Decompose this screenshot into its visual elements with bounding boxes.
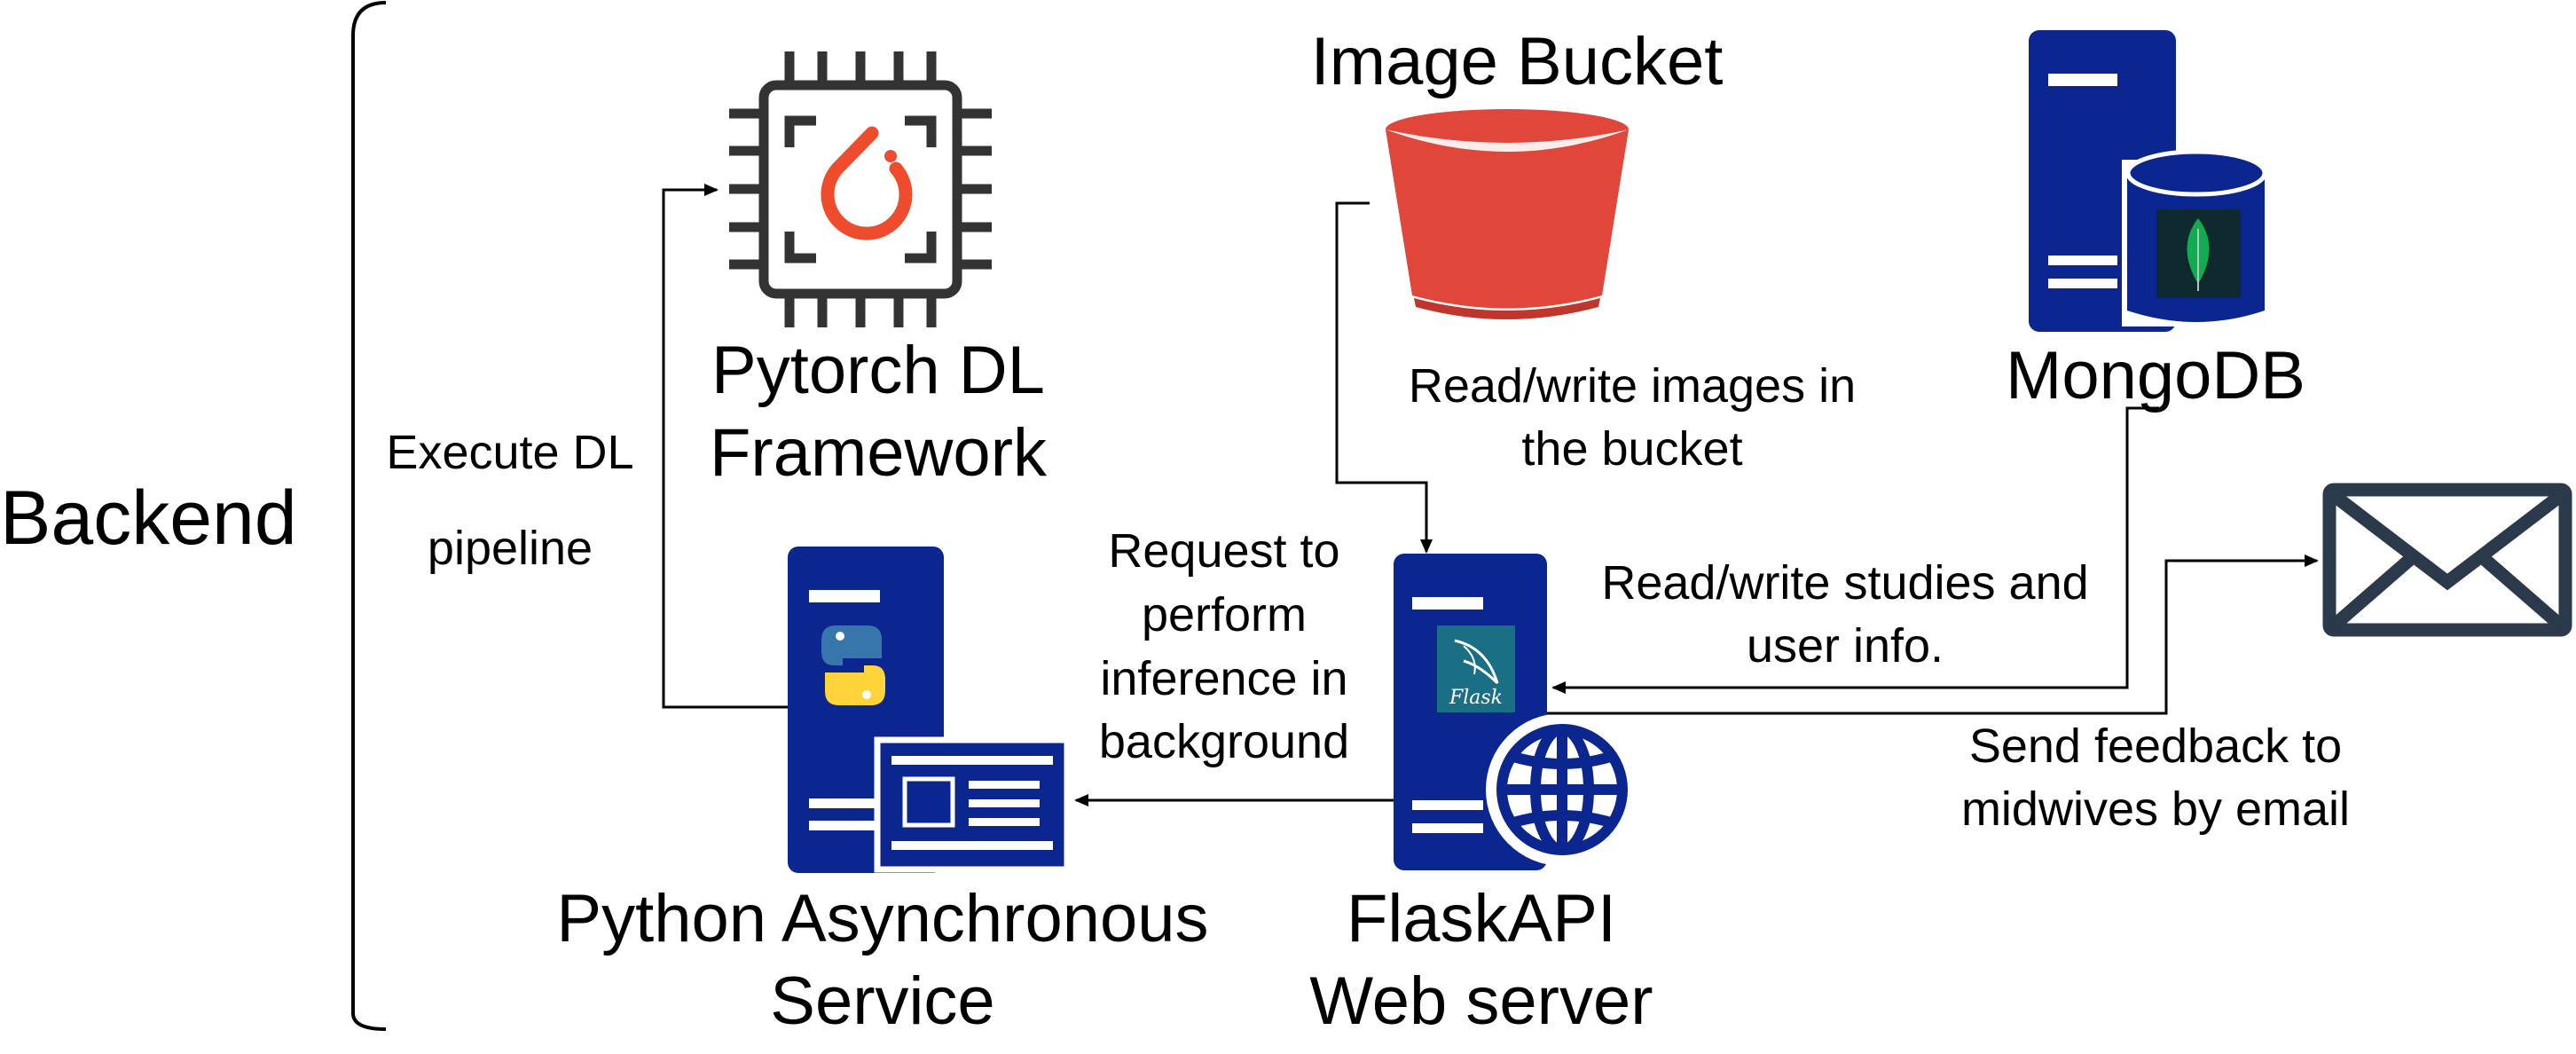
backend-bracket	[351, 1, 387, 1031]
pytorch-label-line1: Pytorch DL	[711, 333, 1045, 408]
envelope-icon	[2322, 483, 2572, 637]
pytorch-label-line2: Framework	[709, 414, 1048, 491]
inference-request-label: Request to perform inference in backgrou…	[1073, 520, 1375, 775]
async-service-label-line2: Service	[770, 963, 995, 1039]
execute-pipeline-label-line2: pipeline	[427, 522, 593, 575]
studies-read-write-label-line2: user info.	[1746, 619, 1944, 673]
studies-read-write-label-line1: Read/write studies and	[1601, 556, 2089, 610]
inference-request-label-line2: perform	[1141, 587, 1308, 641]
pytorch-logo-icon	[821, 126, 913, 240]
cpu-chip-pytorch-icon	[729, 51, 992, 327]
flask-logo-icon	[1454, 639, 1499, 685]
bucket-read-write-label: Read/write images in the bucket	[1348, 355, 1916, 482]
async-service-label-line1: Python Asynchronous	[556, 881, 1209, 956]
send-feedback-label-line2: midwives by email	[1960, 783, 2351, 837]
flask-logo-text: Flask	[1449, 687, 1503, 709]
studies-read-write-arrow	[1551, 406, 2159, 694]
send-feedback-arrow	[1547, 555, 2319, 715]
inference-request-label-line3: inference in	[1100, 651, 1348, 705]
bucket-read-write-label-line2: the bucket	[1521, 422, 1743, 476]
bucket-read-write-label-line1: Read/write images in	[1408, 359, 1857, 413]
flask-server-globe-icon: Flask	[1394, 554, 1638, 870]
send-feedback-label: Send feedback to midwives by email	[1907, 715, 2404, 842]
execute-pipeline-label-line1: Execute DL	[386, 426, 634, 479]
flask-label: FlaskAPI Web server	[1260, 878, 1703, 1042]
bucket-read-write-arrow	[1335, 201, 1433, 554]
studies-read-write-label: Read/write studies and user info.	[1561, 552, 2129, 679]
flask-label-line2: Web server	[1309, 963, 1653, 1039]
execute-pipeline-arrow	[662, 184, 788, 709]
section-label-backend: Backend	[0, 476, 297, 561]
globe-icon	[1496, 724, 1628, 855]
flask-label-line1: FlaskAPI	[1346, 881, 1617, 956]
execute-pipeline-label: Execute DL pipeline	[355, 405, 665, 596]
python-server-icon	[788, 547, 1071, 873]
mongodb-leaf-icon	[2187, 218, 2210, 291]
inference-request-label-line1: Request to	[1108, 524, 1340, 578]
database-server-icon	[2029, 30, 2271, 332]
send-feedback-label-line1: Send feedback to	[1968, 720, 2343, 773]
async-service-label: Python Asynchronous Service	[497, 878, 1268, 1042]
python-logo-icon	[821, 625, 885, 705]
inference-request-label-line4: background	[1098, 715, 1350, 769]
storage-bucket-icon	[1386, 109, 1629, 319]
pytorch-label: Pytorch DL Framework	[674, 330, 1082, 494]
bucket-label: Image Bucket	[1310, 24, 1724, 99]
mongodb-label: MongoDB	[2006, 338, 2305, 413]
